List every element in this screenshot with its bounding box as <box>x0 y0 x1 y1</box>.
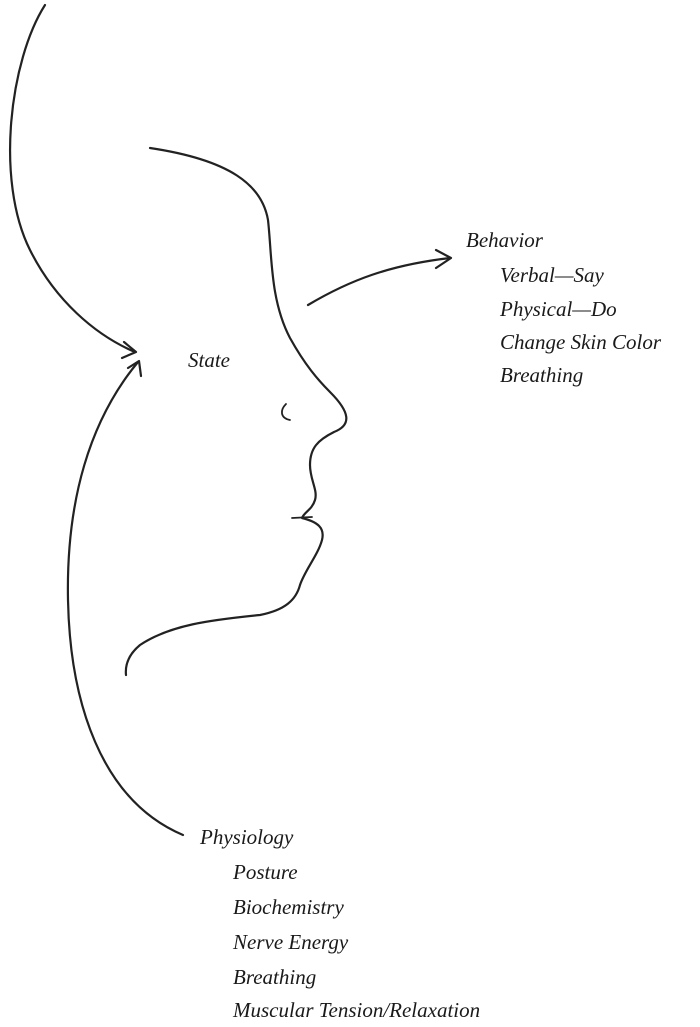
mouth-mark <box>292 517 312 518</box>
behavior-item-physical: Physical—Do <box>500 299 617 320</box>
top-arrow-line <box>10 5 135 352</box>
top-arrow-icon <box>10 5 136 358</box>
physiology-item-posture: Posture <box>233 862 298 883</box>
physiology-heading: Physiology <box>200 827 293 848</box>
behavior-arrow-line <box>308 258 450 305</box>
physiology-arrow-icon <box>68 361 183 835</box>
state-label: State <box>188 350 230 371</box>
face-profile-outline <box>126 148 347 675</box>
physiology-arrow-line <box>68 362 183 835</box>
face-profile-icon <box>126 148 347 675</box>
behavior-heading: Behavior <box>466 230 543 251</box>
physiology-item-biochemistry: Biochemistry <box>233 897 344 918</box>
behavior-item-breathing: Breathing <box>500 365 583 386</box>
eye-mark <box>282 404 290 420</box>
behavior-item-skin-color: Change Skin Color <box>500 332 661 353</box>
behavior-arrow-icon <box>308 250 451 305</box>
physiology-item-muscular-tension: Muscular Tension/Relaxation <box>233 1000 480 1021</box>
physiology-item-breathing: Breathing <box>233 967 316 988</box>
physiology-item-nerve-energy: Nerve Energy <box>233 932 348 953</box>
behavior-item-verbal: Verbal—Say <box>500 265 604 286</box>
